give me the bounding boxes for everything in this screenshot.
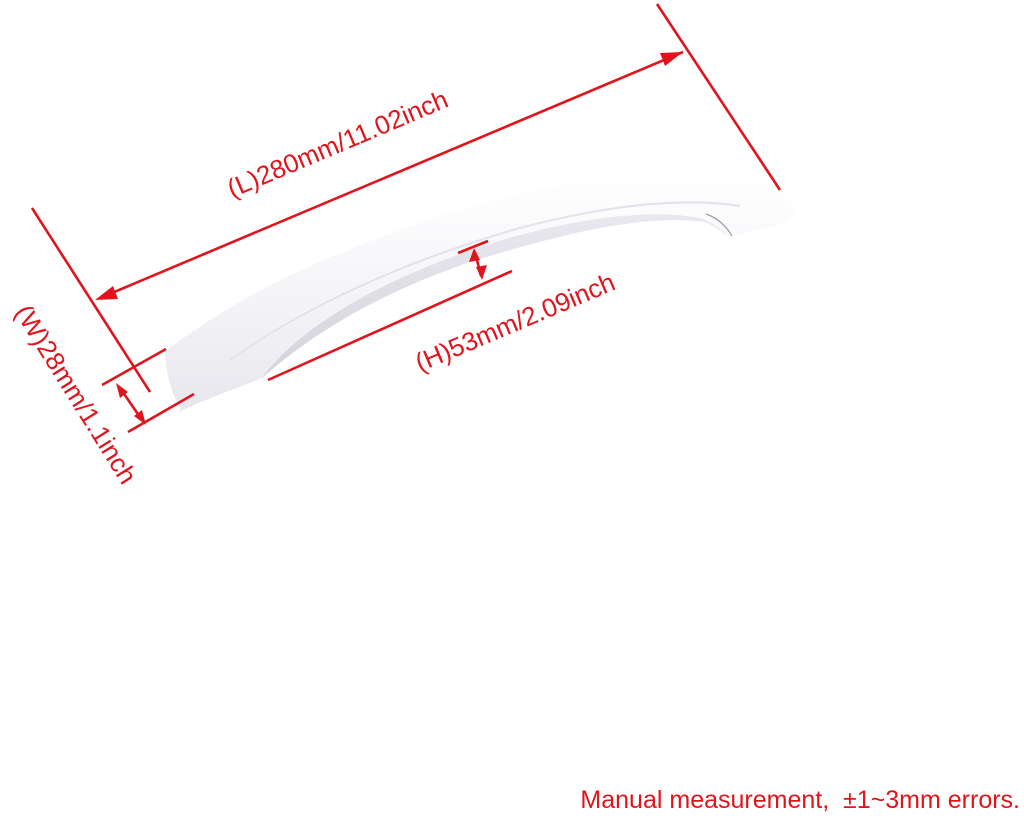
length-extension-right (655, 3, 782, 191)
arrow-left-icon (95, 286, 118, 300)
width-dimension: (W)28mm/1.1inch (9, 299, 195, 489)
handle-top-face (165, 170, 795, 410)
arrow-right-icon (660, 52, 683, 66)
width-upper-tick (101, 347, 167, 387)
height-label: (H)53mm/2.09inch (411, 267, 620, 378)
handle-image (165, 170, 795, 412)
length-extension-left (30, 207, 152, 393)
arrow-down-right-icon (134, 410, 146, 425)
handle-end-cap (705, 213, 733, 237)
length-label: (L)280mm/11.02inch (223, 84, 453, 204)
measurement-footnote: Manual measurement, ±1~3mm errors. (580, 786, 1020, 814)
arrow-up-icon (469, 248, 480, 262)
arrow-up-left-icon (116, 383, 128, 398)
height-top-tick (457, 239, 489, 255)
length-dimension-line (99, 50, 684, 300)
width-lower-tick (127, 392, 195, 434)
height-baseline (267, 269, 513, 382)
handle-edge-line (229, 201, 741, 361)
arrow-down-icon (476, 265, 487, 280)
